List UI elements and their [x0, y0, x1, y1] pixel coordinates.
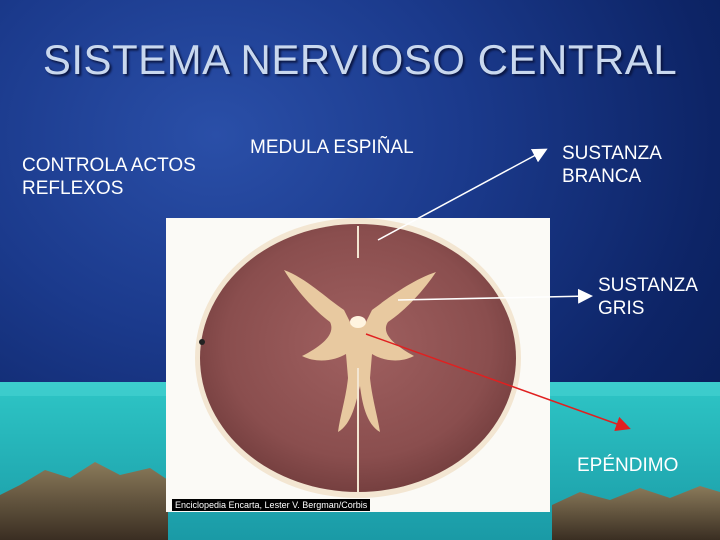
label-sustanza-gris: SUSTANZA GRIS [598, 274, 698, 320]
image-caption: Enciclopedia Encarta, Lester V. Bergman/… [172, 499, 371, 511]
spinal-cord-photo [166, 218, 550, 512]
slide-title: SISTEMA NERVIOSO CENTRAL [42, 36, 678, 83]
label-medula: MEDULA ESPIÑAL [250, 137, 414, 158]
label-gris-line1: SUSTANZA [598, 275, 698, 296]
label-ependimo: EPÉNDIMO [577, 455, 679, 476]
spinal-cord-cross-section-icon [166, 218, 550, 512]
label-sustanza-blanca: SUSTANZA BRANCA [562, 142, 662, 188]
label-gris-line2: GRIS [598, 298, 645, 319]
left-text-line1: CONTROLA ACTOS [22, 155, 196, 176]
left-text-line2: REFLEXOS [22, 178, 124, 199]
left-text-block: CONTROLA ACTOS REFLEXOS [22, 154, 196, 200]
label-blanca-line1: SUSTANZA [562, 143, 662, 164]
label-blanca-line2: BRANCA [562, 166, 642, 187]
